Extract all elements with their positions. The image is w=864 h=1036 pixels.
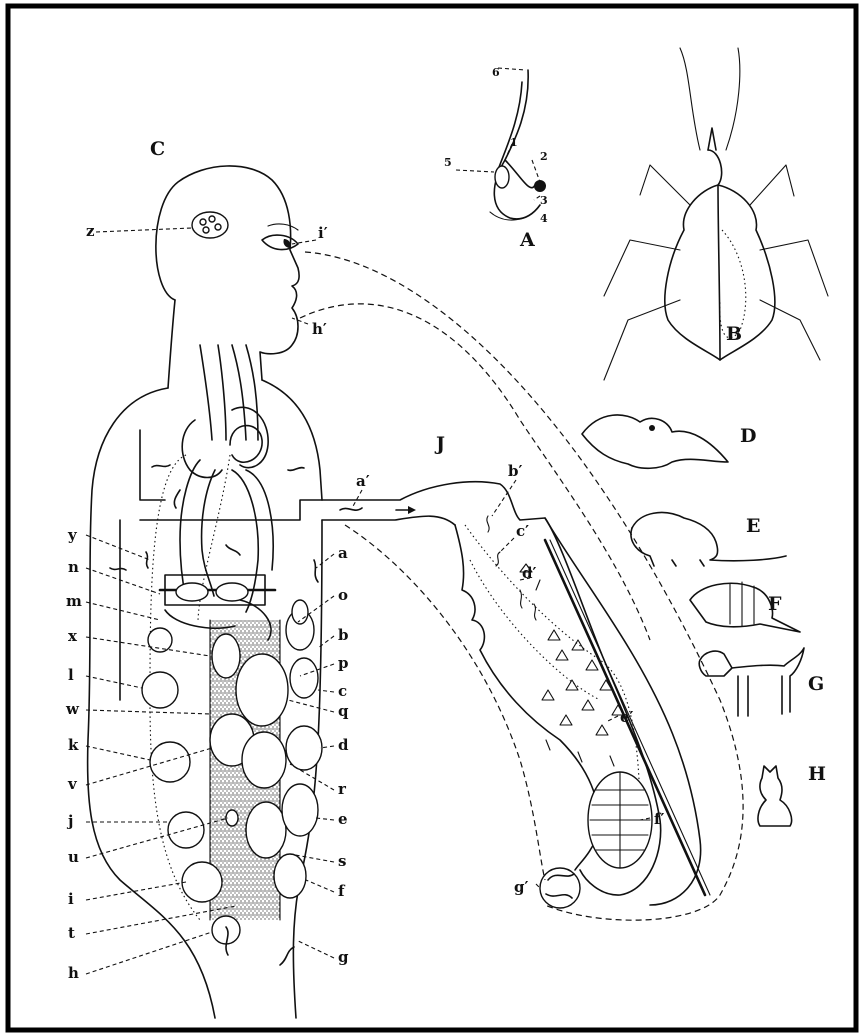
label-v: v bbox=[67, 775, 78, 793]
triatomine-bug bbox=[604, 48, 828, 380]
label-c-prime: c′ bbox=[516, 522, 529, 540]
label-b-prime: b′ bbox=[508, 462, 522, 480]
opossum bbox=[631, 513, 786, 566]
label-u: u bbox=[68, 848, 79, 866]
label-m: m bbox=[66, 592, 82, 610]
label-h-prime: h′ bbox=[312, 320, 327, 338]
detail-number-3: 3 bbox=[540, 194, 548, 207]
label-p: p bbox=[338, 654, 349, 672]
label-t: t bbox=[68, 924, 75, 942]
eye bbox=[262, 235, 298, 250]
transmission-arc-eye bbox=[305, 252, 743, 920]
label-f: f bbox=[338, 882, 346, 900]
label-k: k bbox=[68, 736, 79, 754]
cat bbox=[758, 766, 792, 826]
dog bbox=[699, 648, 804, 716]
label-x: x bbox=[68, 627, 78, 645]
panel-label-D: D bbox=[740, 425, 756, 447]
label-q: q bbox=[338, 702, 349, 720]
label-f-prime: f′ bbox=[654, 810, 664, 828]
label-c: c bbox=[338, 682, 347, 700]
label-z: z bbox=[86, 222, 95, 240]
detail-number-4: 4 bbox=[540, 212, 548, 225]
label-i: i bbox=[68, 890, 74, 908]
label-g: g bbox=[338, 948, 349, 966]
panel-label-C: C bbox=[150, 138, 165, 160]
label-o: o bbox=[338, 586, 348, 604]
label-l: l bbox=[68, 666, 74, 684]
label-e-prime: e′ bbox=[620, 708, 634, 726]
label-h: h bbox=[68, 964, 79, 982]
detail-number-2: 2 bbox=[540, 150, 548, 163]
detail-number-1: 1 bbox=[510, 136, 518, 149]
bug-gut bbox=[322, 482, 710, 908]
label-d-prime: d′ bbox=[522, 564, 536, 582]
label-j: j bbox=[66, 812, 73, 830]
panel-label-G: G bbox=[808, 673, 824, 695]
label-s: s bbox=[338, 852, 346, 870]
label-y: y bbox=[67, 526, 78, 544]
detail-number-6: 6 bbox=[492, 66, 500, 79]
label-n: n bbox=[68, 558, 79, 576]
transmission-arc-mouth bbox=[300, 304, 650, 640]
label-a: a bbox=[338, 544, 348, 562]
label-g-prime: g′ bbox=[514, 878, 528, 896]
label-w: w bbox=[65, 700, 80, 718]
label-i-prime: i′ bbox=[318, 224, 328, 242]
label-e: e bbox=[338, 810, 348, 828]
armadillo bbox=[690, 582, 800, 632]
label-d: d bbox=[338, 736, 349, 754]
panel-label-J: J bbox=[434, 433, 445, 455]
panel-label-H: H bbox=[808, 763, 826, 785]
bat bbox=[582, 415, 728, 468]
panel-label-F: F bbox=[768, 593, 782, 615]
panel-label-E: E bbox=[746, 515, 760, 537]
panel-label-B: B bbox=[726, 323, 742, 345]
label-a-prime: a′ bbox=[356, 472, 370, 490]
panel-label-A: A bbox=[519, 229, 535, 251]
detail-number-5: 5 bbox=[444, 156, 452, 169]
label-b: b bbox=[338, 626, 349, 644]
label-r: r bbox=[338, 780, 347, 798]
